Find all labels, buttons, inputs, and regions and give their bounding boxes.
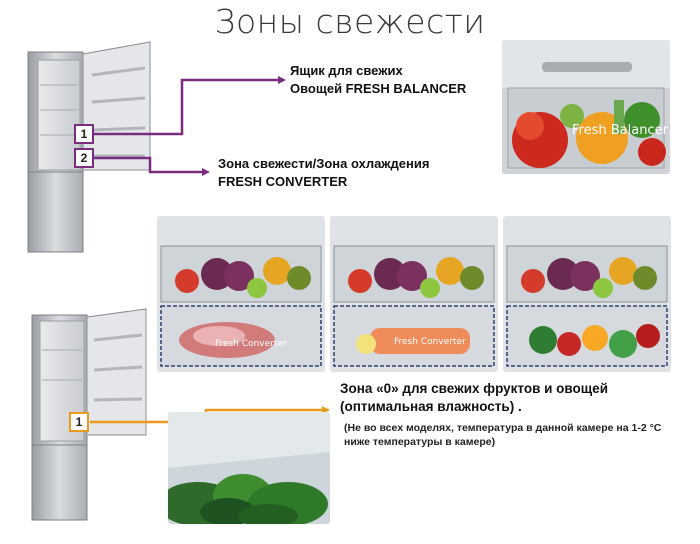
fresh-balancer-photo-text: Fresh Balancer — [572, 123, 669, 138]
zone-zero-label: Зона «0» для свежих фруктов и овощей (оп… — [340, 380, 608, 416]
page-title: Зоны свежести — [214, 2, 486, 41]
zone-zero-note-line2: ниже температуры в камере) — [344, 436, 496, 448]
zone-2-label: Зона свежести/Зона охлаждения FRESH CONV… — [218, 155, 429, 191]
zone-badge-2: 2 — [74, 148, 94, 168]
zone-1-line1: Ящик для свежих — [290, 63, 403, 78]
zone-zero-line2: (оптимальная влажность) . — [340, 399, 522, 414]
zone-2-line1: Зона свежести/Зона охлаждения — [218, 156, 430, 171]
fridge-illustration-bottom — [24, 305, 154, 525]
zone-2-line2: FRESH CONVERTER — [218, 174, 348, 189]
zero-zone-greens-photo — [168, 412, 330, 524]
zone-1-line2: Овощей FRESH BALANCER — [290, 81, 467, 96]
drawer-photo-2-text: Fresh Converter — [394, 337, 466, 347]
zone-zero-badge: 1 — [69, 412, 89, 432]
fridge-illustration-top — [20, 40, 160, 260]
drawer-photo-3 — [503, 216, 671, 372]
drawer-photo-2: Fresh Converter — [330, 216, 498, 372]
fresh-balancer-photo: Fresh Balancer — [502, 40, 670, 174]
drawer-photo-1: Fresh Converter — [157, 216, 325, 372]
zone-zero-note-line1: (Не во всех моделях, температура в данно… — [344, 422, 662, 434]
zone-zero-line1: Зона «0» для свежих фруктов и овощей — [340, 381, 608, 396]
drawer-photo-1-text: Fresh Converter — [215, 339, 287, 349]
zone-1-label: Ящик для свежих Овощей FRESH BALANCER — [290, 62, 466, 98]
zone-badge-1: 1 — [74, 124, 94, 144]
zone-zero-note: (Не во всех моделях, температура в данно… — [344, 421, 661, 449]
